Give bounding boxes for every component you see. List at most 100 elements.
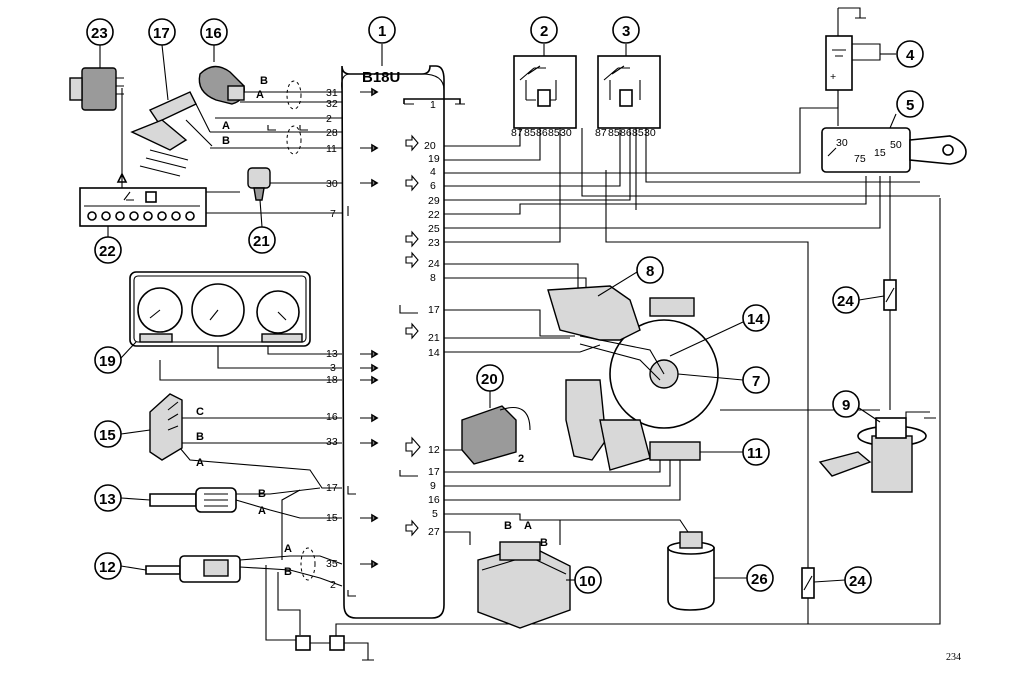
pin-right: 12 [428,444,440,456]
callout-14: 14 [747,311,764,328]
wire-label: A [222,120,230,132]
callout-17: 17 [153,25,170,42]
callout-24-lower: 24 [849,573,866,590]
pin-right: 16 [428,494,440,506]
wire-label: B [504,520,512,532]
component-17 [130,91,213,177]
pin-right: 19 [428,153,440,165]
pin-right: 4 [430,166,436,178]
pin-right: 23 [428,237,440,249]
callout-20: 20 [481,371,498,388]
wire-label: A [284,543,292,555]
callout-3: 3 [622,23,630,40]
component-7-throttle-body [547,285,719,471]
pin-right: 25 [428,223,440,235]
callout-13: 13 [99,491,116,508]
pin-right: 27 [428,526,440,538]
callout-9: 9 [842,397,850,414]
pin-right: 17 [428,304,440,316]
component-12 [145,555,241,583]
callout-15: 15 [99,427,116,444]
pin-left: 31 [326,87,338,99]
callouts: 1 2 3 4 5 16 17 23 22 21 [86,16,924,594]
callout-12: 12 [99,559,116,576]
pin-left: 2 [330,579,336,591]
callout-22: 22 [99,243,116,260]
ecu-right-pins: 1 20 19 4 6 29 22 25 23 24 8 17 21 14 12… [424,99,440,538]
page-number: 234 [946,652,961,663]
ign-75: 75 [854,153,866,165]
ign-50: 50 [890,139,902,151]
component-5-ignition-switch: 30 75 15 50 [821,127,967,173]
wire-label: B [260,75,268,87]
relay3-pin: 30 [644,127,656,139]
pin-left: 33 [326,436,338,448]
pin-left: 11 [326,143,337,155]
component-4-battery: + [825,35,881,91]
callout-2: 2 [540,23,548,40]
relay2-pin: 85 [548,127,560,139]
component-20: 2 [461,405,531,465]
pin-right: 20 [424,140,436,152]
relay2-pin: 30 [560,127,572,139]
wire-label: B [284,566,292,578]
wire-letter-labels: B A A B C B A B A A B B A B [196,75,548,578]
component-10 [477,541,571,629]
component-23 [69,67,124,111]
relay3-pin: 85 [608,127,620,139]
pin-right: 24 [428,258,440,270]
ign-30: 30 [836,137,848,149]
wire-label: B [196,431,204,443]
pin-right: 14 [428,347,440,359]
wire-label: A [256,89,264,101]
callout-23: 23 [91,25,108,42]
pin-right: 5 [432,508,438,520]
component-15 [149,393,183,461]
relay2-pin: 86 [536,127,548,139]
component-2-relay: 87 85 86 85 30 [511,55,577,139]
ecu-b18u: B18U [341,65,465,619]
pin-left: 16 [326,411,338,423]
component-16 [198,65,245,105]
wire-label: A [196,457,204,469]
component-13 [149,487,237,513]
component-21 [247,167,271,201]
pin-left: 28 [326,127,338,139]
component-24-upper [883,279,897,311]
relay3-pin: 85 [632,127,644,139]
wire-label: C [196,406,204,418]
callout-19: 19 [99,353,116,370]
callout-24-upper: 24 [837,293,854,310]
ecu-arrow-symbols [347,134,421,537]
pin-right: 8 [430,272,436,284]
ecu-left-pins: 31 32 2 28 11 30 7 13 3 18 16 33 17 15 3… [326,87,338,591]
pin-right: 6 [430,180,436,192]
component-3-relay: 87 85 86 85 30 [595,55,661,139]
callout-4: 4 [906,47,915,64]
pin-left: 35 [326,558,338,570]
wire-label: A [524,520,532,532]
callout-16: 16 [205,25,222,42]
pin-left: 2 [326,113,332,125]
pin-right: 21 [428,332,440,344]
ecu-label: B18U [362,69,400,86]
pin-left: 32 [326,98,338,110]
pin-left: 7 [330,208,336,220]
wire-label: A [258,505,266,517]
component-9-fuel-pump [818,411,936,493]
pin-left: 30 [326,178,338,190]
pin-right: 9 [430,480,436,492]
pin-right: 1 [430,99,436,111]
callout-7: 7 [752,373,760,390]
relay2-pin: 85 [524,127,536,139]
callout-8: 8 [646,263,654,280]
callout-26: 26 [751,571,768,588]
callout-1: 1 [378,23,386,40]
relay3-pin: 87 [595,127,607,139]
callout-21: 21 [253,233,270,250]
callout-10: 10 [579,573,596,590]
component-19-instrument-cluster [129,271,311,347]
component-11 [649,441,701,461]
relay2-pin: 87 [511,127,523,139]
